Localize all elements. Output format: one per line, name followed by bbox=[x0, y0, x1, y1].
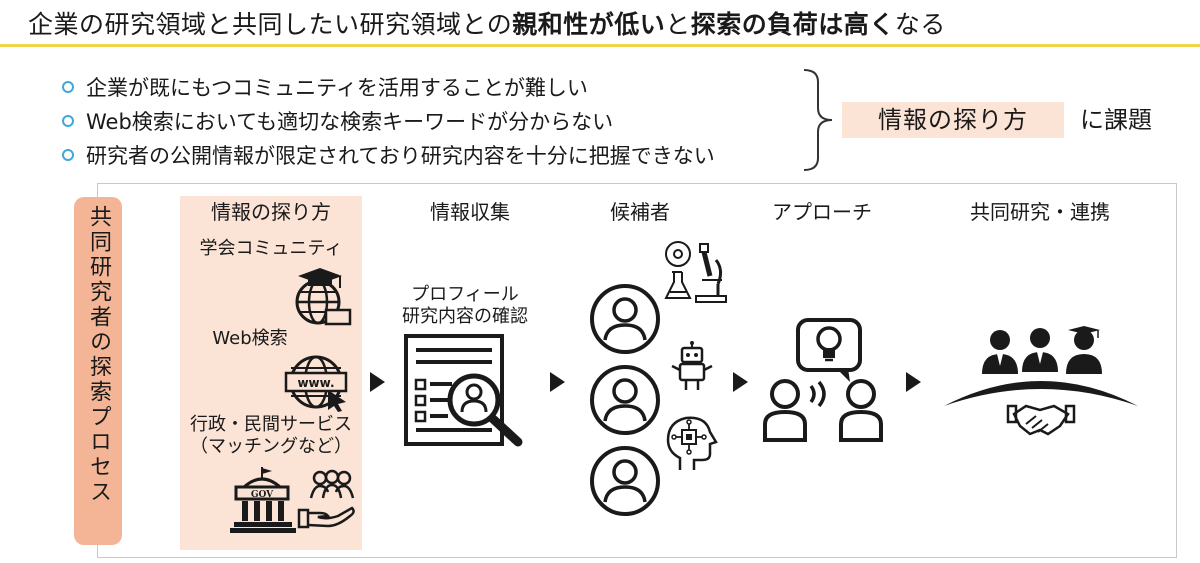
bullet-circle-icon bbox=[62, 81, 74, 93]
issue-bullet: 研究者の公開情報が限定されており研究内容を十分に把握できない bbox=[62, 138, 812, 172]
process-label: 共同研究者の探索プロセス bbox=[74, 197, 122, 545]
collect-label-line2: 研究内容の確認 bbox=[402, 306, 528, 327]
issue-highlight: 情報の探り方 bbox=[842, 102, 1064, 138]
bullet-text: Web検索においても適切な検索キーワードが分からない bbox=[86, 110, 614, 134]
issue-bullet: 企業が既にもつコミュニティを活用することが難しい bbox=[62, 70, 812, 104]
right-brace-icon bbox=[803, 69, 833, 171]
bullet-circle-icon bbox=[62, 115, 74, 127]
flow-arrow-1 bbox=[370, 372, 385, 392]
people-group-icon bbox=[309, 469, 355, 499]
government-building-icon: GOV bbox=[230, 467, 296, 533]
collect-label-line1: プロフィール bbox=[411, 284, 519, 305]
www-cursor-icon: www. bbox=[284, 355, 348, 412]
title-part-3: なる bbox=[894, 10, 946, 39]
bullet-text: 研究者の公開情報が限定されており研究内容を十分に把握できない bbox=[86, 144, 715, 168]
title-emphasis-2: 探索の負荷は高く bbox=[690, 10, 895, 39]
title-emphasis-1: 親和性が低い bbox=[512, 10, 666, 39]
www-text: www. bbox=[297, 376, 334, 390]
title-underline bbox=[0, 44, 1200, 47]
person-icon bbox=[590, 284, 660, 354]
flow-arrow-2 bbox=[550, 372, 565, 392]
method-community-label: 学会コミュニティ bbox=[199, 238, 343, 259]
microscope-lab-icon bbox=[664, 241, 727, 303]
method-gov-label-line1: 行政・民間サービス bbox=[190, 414, 352, 435]
issue-bullet: Web検索においても適切な検索キーワードが分からない bbox=[62, 104, 812, 138]
method-gov-label-line2: （マッチングなど） bbox=[190, 436, 352, 457]
robot-icon bbox=[671, 341, 713, 390]
stage-header-approach: アプローチ bbox=[772, 200, 872, 224]
handshake-team-icon bbox=[944, 326, 1138, 436]
issue-suffix: に課題 bbox=[1080, 106, 1152, 134]
stage-header-collect: 情報収集 bbox=[430, 200, 510, 224]
bullet-circle-icon bbox=[62, 149, 74, 161]
flow-arrow-3 bbox=[733, 372, 748, 392]
stage-header-collab: 共同研究・連携 bbox=[970, 200, 1110, 224]
gov-text: GOV bbox=[251, 490, 274, 500]
stage-header-method: 情報の探り方 bbox=[211, 200, 331, 224]
ai-head-icon bbox=[666, 416, 718, 470]
document-magnifier-icon bbox=[404, 334, 523, 447]
page-title: 企業の研究領域と共同したい研究領域との親和性が低いと探索の負荷は高くなる bbox=[28, 8, 1178, 42]
mortarboard-globe-icon bbox=[295, 268, 352, 326]
title-part-1: 企業の研究領域と共同したい研究領域との bbox=[28, 10, 513, 39]
process-label-text: 共同研究者の探索プロセス bbox=[86, 205, 111, 505]
stage-header-candidates: 候補者 bbox=[610, 200, 670, 224]
title-part-2: と bbox=[665, 10, 691, 39]
hand-icon bbox=[297, 506, 355, 529]
lightbulb-bubble-icon bbox=[796, 318, 862, 382]
method-web-label: Web検索 bbox=[212, 328, 288, 349]
flow-arrow-4 bbox=[906, 372, 921, 392]
person-icon bbox=[590, 365, 660, 435]
speakers-icon bbox=[763, 379, 883, 442]
issue-bullet-list: 企業が既にもつコミュニティを活用することが難しい Web検索においても適切な検索… bbox=[62, 70, 812, 172]
bullet-text: 企業が既にもつコミュニティを活用することが難しい bbox=[86, 76, 588, 100]
person-icon bbox=[590, 446, 660, 516]
